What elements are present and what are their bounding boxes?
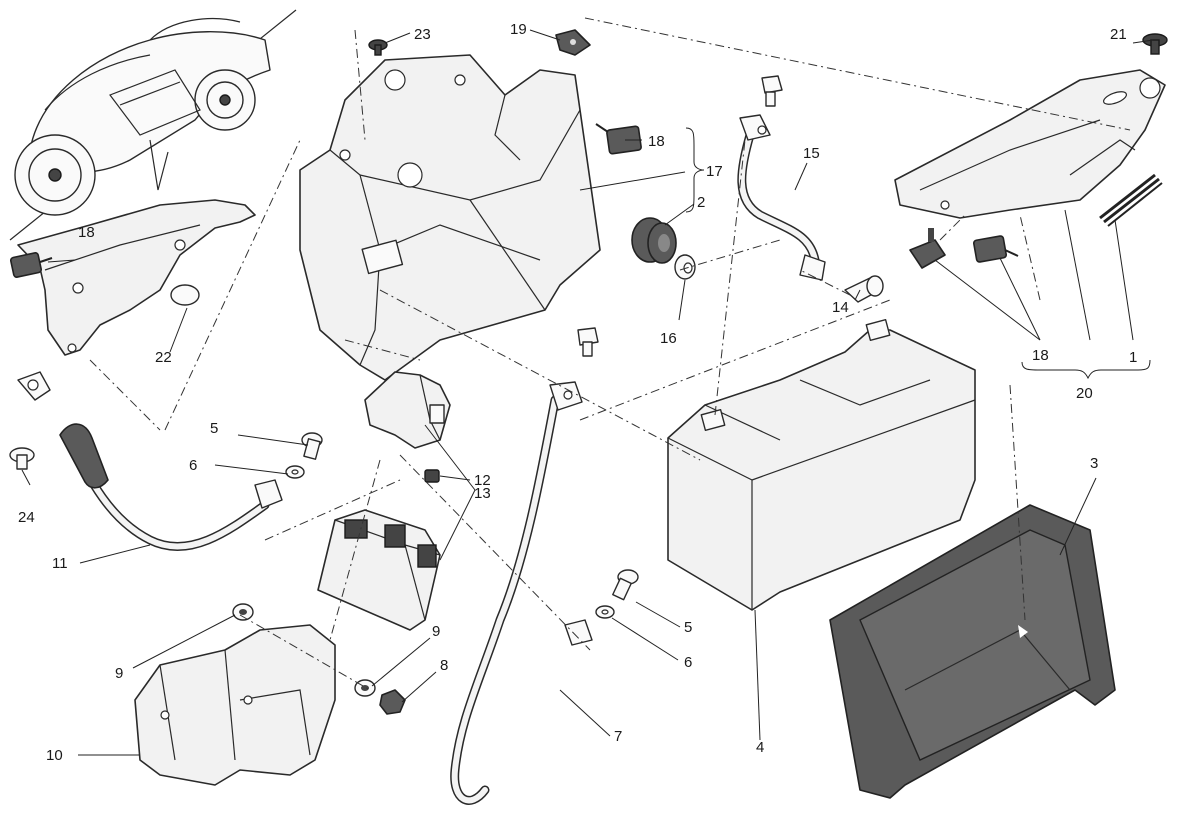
front-bracket	[17, 199, 256, 356]
rubber-pad-left	[9, 252, 53, 278]
callout-22: 22	[155, 349, 172, 366]
ground-cable	[17, 371, 283, 551]
motorcycle-inset	[9, 9, 297, 241]
callout-24: 24	[18, 509, 35, 526]
callout-14: 14	[832, 299, 849, 316]
bolt-5-bottom	[612, 569, 639, 601]
short-cable	[737, 114, 826, 281]
nut-8	[379, 689, 406, 715]
callout-3: 3	[1090, 455, 1098, 472]
callout-13: 13	[474, 485, 491, 502]
callout-6-top: 6	[189, 457, 197, 474]
bracket-top-right	[894, 69, 1166, 219]
screw-21	[1142, 33, 1168, 55]
battery	[667, 318, 976, 611]
bolt-15-top	[761, 75, 783, 107]
washer-6-top	[285, 465, 305, 479]
bolt-24	[9, 447, 35, 470]
callout-8: 8	[440, 657, 448, 674]
rubber-pads-right	[909, 228, 1019, 269]
screw-23	[368, 39, 388, 56]
callout-15: 15	[803, 145, 820, 162]
callout-7: 7	[614, 728, 622, 745]
callout-18-right: 18	[1032, 347, 1049, 364]
solenoid	[317, 509, 441, 631]
callout-10: 10	[46, 747, 63, 764]
relay-bracket	[134, 624, 336, 786]
callout-16: 16	[660, 330, 677, 347]
callout-1: 1	[1129, 349, 1137, 366]
callout-9-left: 9	[115, 665, 123, 682]
bolt-14	[844, 275, 884, 303]
callout-23: 23	[414, 26, 431, 43]
strip	[1099, 173, 1163, 227]
brace-17	[685, 127, 705, 213]
callout-19: 19	[510, 21, 527, 38]
callout-18-left: 18	[78, 224, 95, 241]
rubber-pad-top	[595, 123, 642, 155]
bolt-top-positive	[577, 327, 599, 357]
callout-18-top: 18	[648, 133, 665, 150]
callout-6-bottom: 6	[684, 654, 692, 671]
brace-20	[1021, 359, 1151, 380]
callout-4: 4	[756, 739, 764, 756]
grommet	[631, 217, 677, 264]
callout-12: 12	[474, 472, 491, 489]
bolt-5-top	[301, 432, 323, 460]
inset-pointer	[149, 139, 169, 191]
callout-5-top: 5	[210, 420, 218, 437]
washer-9-right	[354, 679, 376, 697]
callout-21: 21	[1110, 26, 1127, 43]
battery-holder	[299, 54, 601, 381]
washer-9-left	[232, 603, 254, 621]
callout-labels: 1 2 3 4 5 5 6 6 7 8 9 9 10 11 12 13 14 1…	[18, 21, 1137, 764]
solenoid-cover	[364, 371, 451, 449]
callout-17: 17	[706, 163, 723, 180]
callout-20: 20	[1076, 385, 1093, 402]
positive-cable	[450, 381, 593, 805]
fuse	[424, 469, 440, 483]
leader-lines	[21, 29, 1154, 756]
washer-6-bottom	[595, 605, 615, 619]
callout-2: 2	[697, 194, 705, 211]
motorcycle-icon	[14, 17, 271, 216]
battery-cover	[829, 504, 1116, 799]
callout-11: 11	[52, 555, 68, 572]
assembly-lines	[89, 17, 1131, 691]
callout-9-right: 9	[432, 623, 440, 640]
callout-5-bottom: 5	[684, 619, 692, 636]
clip-19	[555, 29, 591, 56]
washer-16	[674, 254, 696, 280]
